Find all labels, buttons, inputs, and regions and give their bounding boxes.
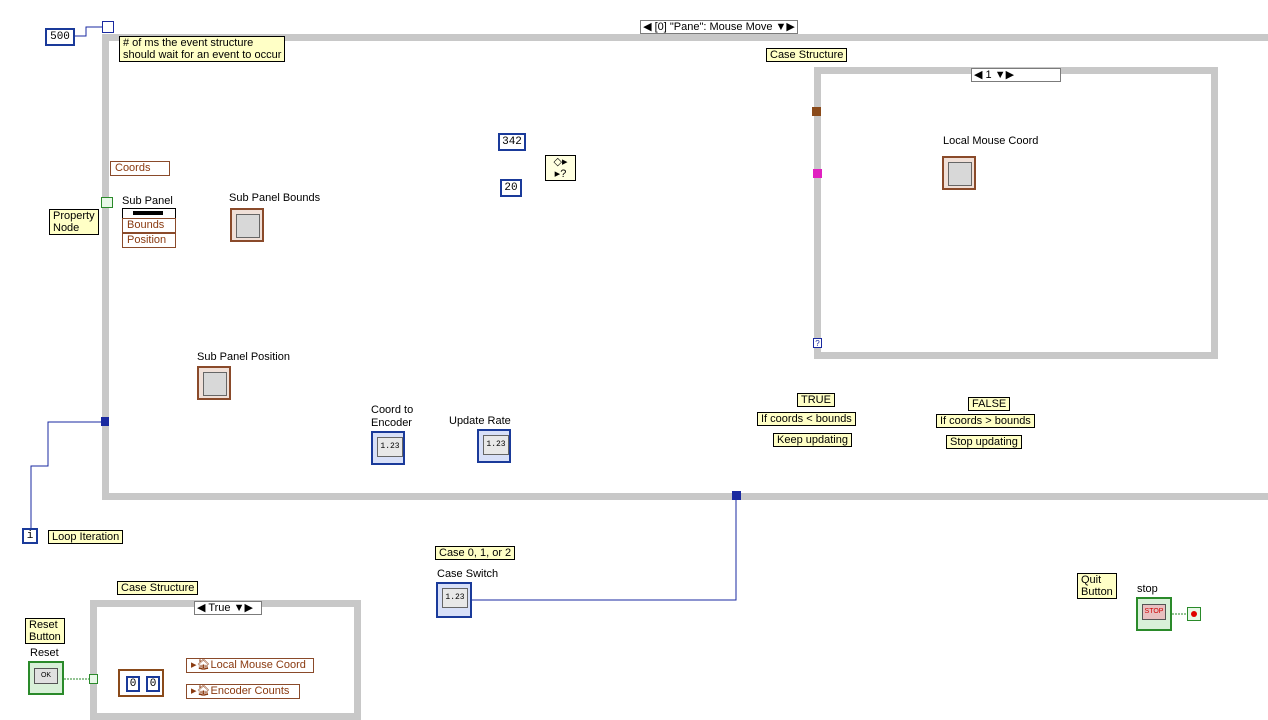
- constant-20[interactable]: 20: [500, 179, 522, 197]
- stop-updating-label: Stop updating: [946, 435, 1022, 449]
- local-mouse-coord-indicator[interactable]: [942, 156, 976, 190]
- zero-cluster-constant[interactable]: 0 0: [118, 669, 164, 697]
- inner-case-structure[interactable]: [814, 67, 1218, 359]
- case-switch-display: 1.23: [442, 588, 468, 608]
- stop-label: stop: [1137, 583, 1158, 595]
- event-selector[interactable]: ◀ [0] "Pane": Mouse Move ▼▶: [640, 20, 798, 34]
- case-selector-terminal[interactable]: ?: [813, 338, 822, 348]
- zero-a[interactable]: 0: [126, 676, 140, 692]
- timeout-note: # of ms the event structure should wait …: [119, 36, 286, 62]
- event-left-terminal[interactable]: [101, 197, 113, 208]
- quit-button-note: Quit Button: [1077, 573, 1117, 599]
- coord-to-encoder-control[interactable]: 1.23: [371, 431, 405, 465]
- case-switch-label: Case Switch: [437, 568, 499, 580]
- stop-btn-face: STOP: [1142, 604, 1166, 620]
- inner-case-pink-tunnel: [813, 169, 822, 178]
- timeout-terminal[interactable]: [102, 21, 114, 33]
- coords-node[interactable]: Coords: [110, 161, 170, 176]
- timeout-wire: [72, 26, 104, 37]
- sub-panel-bounds-label: Sub Panel Bounds: [229, 192, 321, 204]
- bottom-case-selector[interactable]: ◀ True ▼▶: [194, 601, 262, 615]
- reset-tunnel: [89, 674, 98, 684]
- zero-b[interactable]: 0: [146, 676, 160, 692]
- timeout-constant[interactable]: 500: [45, 28, 75, 46]
- stop-terminal[interactable]: [1187, 607, 1201, 621]
- true-label: TRUE: [797, 393, 835, 407]
- local-mouse-coord-local[interactable]: ▸🏠︎Local Mouse Coord: [186, 658, 314, 673]
- inner-case-label: Case Structure: [766, 48, 848, 62]
- inner-case-selector[interactable]: ◀ 1 ▼▶: [971, 68, 1061, 82]
- loop-iteration-terminal: i: [22, 528, 38, 544]
- sub-panel-position-indicator[interactable]: [197, 366, 231, 400]
- sub-panel-bounds-indicator[interactable]: [230, 208, 264, 242]
- reset-control[interactable]: OK: [28, 661, 64, 695]
- update-rate-control[interactable]: 1.23: [477, 429, 511, 463]
- if-greater-label: If coords > bounds: [936, 414, 1035, 428]
- reset-ok: OK: [34, 668, 58, 684]
- loop-iteration-label: Loop Iteration: [48, 530, 124, 544]
- sub-panel-label: Sub Panel: [122, 195, 173, 207]
- keep-updating-label: Keep updating: [773, 433, 852, 447]
- encoder-counts-local-text: Encoder Counts: [210, 685, 290, 697]
- coord-to-encoder-display: 1.23: [377, 437, 403, 457]
- property-node-note: Property Node: [49, 209, 99, 235]
- update-rate-label: Update Rate: [449, 415, 511, 427]
- stop-control[interactable]: STOP: [1136, 597, 1172, 631]
- bottom-case-label: Case Structure: [117, 581, 199, 595]
- local-mouse-coord-label: Local Mouse Coord: [943, 135, 1039, 147]
- if-less-label: If coords < bounds: [757, 412, 856, 426]
- loop-bottom-tunnel: [732, 491, 741, 500]
- position-property[interactable]: Position: [122, 233, 176, 248]
- constant-342[interactable]: 342: [498, 133, 526, 151]
- coord-to-encoder-label: Coord to Encoder: [371, 404, 414, 429]
- loop-iteration-wire: [30, 421, 104, 528]
- update-rate-display: 1.23: [483, 435, 509, 455]
- loop-left-tunnel: [101, 417, 109, 426]
- false-label: FALSE: [968, 397, 1011, 411]
- reset-button-note: Reset Button: [25, 618, 65, 644]
- encoder-counts-local[interactable]: ▸🏠︎Encoder Counts: [186, 684, 300, 699]
- case-012-label: Case 0, 1, or 2: [435, 546, 516, 560]
- reset-label: Reset: [30, 647, 59, 659]
- in-range-node[interactable]: ◇▸▸?: [545, 155, 576, 181]
- sub-panel-position-label: Sub Panel Position: [197, 351, 290, 363]
- bounds-property[interactable]: Bounds: [122, 218, 176, 233]
- case-switch-control[interactable]: 1.23: [436, 582, 472, 618]
- inner-case-tunnel: [812, 107, 821, 116]
- local-mouse-coord-local-text: Local Mouse Coord: [210, 659, 306, 671]
